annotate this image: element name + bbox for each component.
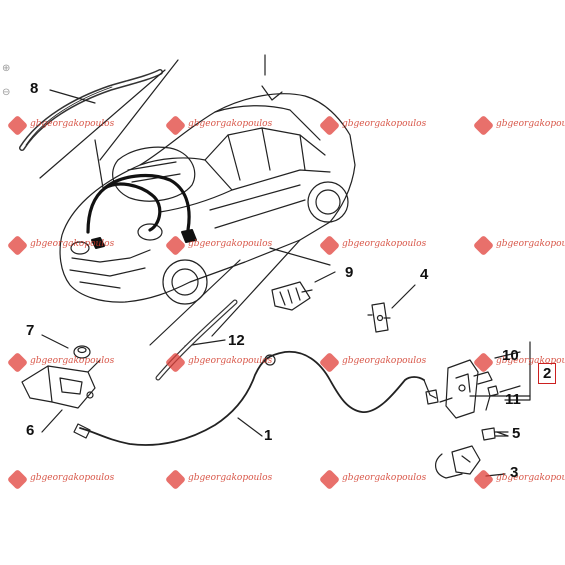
watermark-text: gbgeorgakopoulos [342, 119, 427, 129]
part-label-6[interactable]: 6 [26, 422, 35, 439]
watermark-text: gbgeorgakopoulos [496, 119, 565, 129]
part-label-7[interactable]: 7 [26, 322, 35, 339]
watermark-text: gbgeorgakopoulos [496, 239, 565, 249]
part-6-lever [21, 359, 101, 409]
watermark-text: gbgeorgakopoulos [30, 239, 115, 249]
part-label-4[interactable]: 4 [420, 266, 429, 283]
watermark-text: gbgeorgakopoulos [496, 356, 565, 366]
watermark-text: gbgeorgakopoulos [30, 119, 115, 129]
car-illustration [59, 85, 356, 305]
watermark-text: gbgeorgakopoulos [188, 239, 273, 249]
watermark-text: gbgeorgakopoulos [342, 239, 427, 249]
hood-cable-on-car [86, 182, 162, 234]
watermark-text: gbgeorgakopoulos [188, 356, 273, 366]
part-1-cable [79, 350, 425, 446]
watermark-text: gbgeorgakopoulos [30, 356, 115, 366]
zoom-out-icon[interactable]: ⊖ [2, 87, 11, 98]
part-9-catch [271, 281, 313, 311]
watermark-text: gbgeorgakopoulos [188, 473, 273, 483]
watermark-text: gbgeorgakopoulos [342, 356, 427, 366]
part-label-3[interactable]: 3 [510, 464, 519, 481]
zoom-in-icon[interactable]: ⊕ [2, 63, 11, 74]
part-label-9[interactable]: 9 [345, 264, 354, 281]
part-label-8[interactable]: 8 [30, 80, 39, 97]
part-4-bracket [367, 302, 391, 333]
part-label-2[interactable]: 2 [538, 363, 557, 384]
part-label-5[interactable]: 5 [512, 425, 521, 442]
part-label-10[interactable]: 10 [502, 347, 519, 364]
part-label-11[interactable]: 11 [505, 391, 521, 408]
watermark-text: gbgeorgakopoulos [188, 119, 273, 129]
part-label-1[interactable]: 1 [264, 427, 273, 444]
part-3-release [435, 445, 481, 479]
watermark-text: gbgeorgakopoulos [342, 473, 427, 483]
watermark-text: gbgeorgakopoulos [30, 473, 115, 483]
part-label-12[interactable]: 12 [228, 332, 245, 349]
watermark-text: gbgeorgakopoulos [496, 473, 565, 483]
part-10-latch [439, 359, 493, 419]
